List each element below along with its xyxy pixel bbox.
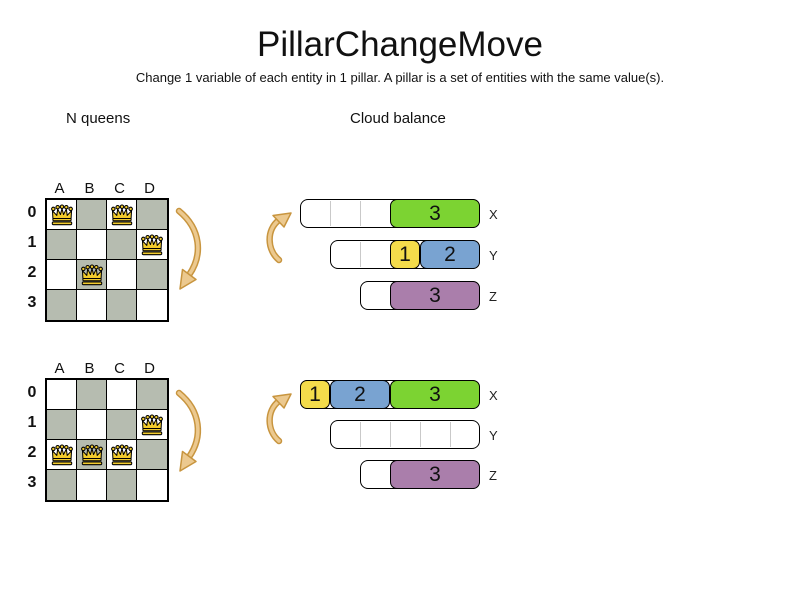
column-header-c: C — [114, 180, 126, 197]
nqueens-board-after — [45, 378, 169, 502]
process-block-purple: 3 — [390, 281, 480, 310]
board-cell-a0 — [47, 380, 77, 410]
row-label-2: 2 — [27, 444, 37, 461]
board-cell-c3 — [107, 470, 137, 500]
queen-icon — [80, 264, 103, 285]
bar-label-after-y: Y — [489, 428, 498, 443]
curved-arrow-down-icon — [175, 207, 202, 290]
capacity-unit-divider — [360, 201, 361, 226]
bar-label-after-z: Z — [489, 468, 497, 483]
row-label-1: 1 — [27, 234, 37, 251]
computer-bar-before-x: 3 — [300, 199, 480, 228]
board-cell-a1 — [47, 230, 77, 260]
row-label-3: 3 — [27, 294, 37, 311]
board-column-headers: A B C D — [45, 360, 165, 377]
column-header-a: A — [54, 360, 66, 377]
column-header-b: B — [84, 180, 96, 197]
process-block-blue: 2 — [330, 380, 390, 409]
column-header-a: A — [54, 180, 66, 197]
board-column-headers: A B C D — [45, 180, 165, 197]
process-block-purple: 3 — [390, 460, 480, 489]
process-block-yellow: 1 — [300, 380, 330, 409]
board-cell-b3 — [77, 290, 107, 320]
board-cell-b0 — [77, 380, 107, 410]
computer-bar-after-z: 3 — [360, 460, 480, 489]
board-cell-c0 — [107, 200, 137, 230]
board-cell-a0 — [47, 200, 77, 230]
board-cell-a1 — [47, 410, 77, 440]
bar-label-before-y: Y — [489, 248, 498, 263]
column-header-c: C — [114, 360, 126, 377]
computer-bar-after-y — [330, 420, 480, 449]
board-cell-a2 — [47, 440, 77, 470]
capacity-unit-divider — [390, 422, 391, 447]
curved-arrow-up-icon — [266, 212, 292, 264]
board-cell-b1 — [77, 410, 107, 440]
capacity-unit-divider — [360, 422, 361, 447]
row-label-1: 1 — [27, 414, 37, 431]
queen-icon — [141, 414, 163, 435]
queen-icon — [50, 444, 73, 465]
board-cell-a2 — [47, 260, 77, 290]
process-block-blue: 2 — [420, 240, 480, 269]
capacity-unit-divider — [420, 422, 421, 447]
queen-icon — [80, 444, 103, 465]
nqueens-board-before — [45, 198, 169, 322]
board-cell-a3 — [47, 290, 77, 320]
board-cell-c1 — [107, 230, 137, 260]
computer-capacity-outline — [330, 420, 480, 449]
board-cell-c2 — [107, 260, 137, 290]
board-cell-c2 — [107, 440, 137, 470]
bar-label-before-x: X — [489, 207, 498, 222]
section-label-cloud-balance: Cloud balance — [350, 110, 446, 127]
queen-icon — [141, 234, 163, 255]
queen-icon — [110, 204, 133, 225]
board-cell-b1 — [77, 230, 107, 260]
column-header-b: B — [84, 360, 96, 377]
board-cell-b2 — [77, 440, 107, 470]
board-cell-c1 — [107, 410, 137, 440]
bar-label-before-z: Z — [489, 289, 497, 304]
board-cell-d3 — [137, 290, 167, 320]
board-cell-c0 — [107, 380, 137, 410]
board-cell-d0 — [137, 200, 167, 230]
queen-icon — [50, 204, 73, 225]
process-block-green: 3 — [390, 380, 480, 409]
row-label-0: 0 — [27, 384, 37, 401]
computer-bar-before-z: 3 — [360, 281, 480, 310]
board-cell-d2 — [137, 440, 167, 470]
board-cell-b3 — [77, 470, 107, 500]
curved-arrow-down-icon — [175, 389, 202, 472]
column-header-d: D — [144, 180, 156, 197]
column-header-d: D — [144, 360, 156, 377]
capacity-unit-divider — [450, 422, 451, 447]
board-cell-d3 — [137, 470, 167, 500]
capacity-unit-divider — [330, 201, 331, 226]
board-cell-b0 — [77, 200, 107, 230]
page-title: PillarChangeMove — [257, 25, 543, 64]
page-subtitle: Change 1 variable of each entity in 1 pi… — [135, 70, 665, 85]
curved-arrow-up-icon — [266, 393, 292, 445]
queen-icon — [110, 444, 133, 465]
board-cell-d2 — [137, 260, 167, 290]
board-cell-d1 — [137, 410, 167, 440]
board-cell-c3 — [107, 290, 137, 320]
row-label-2: 2 — [27, 264, 37, 281]
row-label-3: 3 — [27, 474, 37, 491]
bar-label-after-x: X — [489, 388, 498, 403]
board-cell-d1 — [137, 230, 167, 260]
process-block-green: 3 — [390, 199, 480, 228]
board-cell-d0 — [137, 380, 167, 410]
process-block-yellow: 1 — [390, 240, 420, 269]
board-cell-a3 — [47, 470, 77, 500]
board-cell-b2 — [77, 260, 107, 290]
row-label-0: 0 — [27, 204, 37, 221]
capacity-unit-divider — [360, 242, 361, 267]
section-label-nqueens: N queens — [66, 110, 131, 127]
